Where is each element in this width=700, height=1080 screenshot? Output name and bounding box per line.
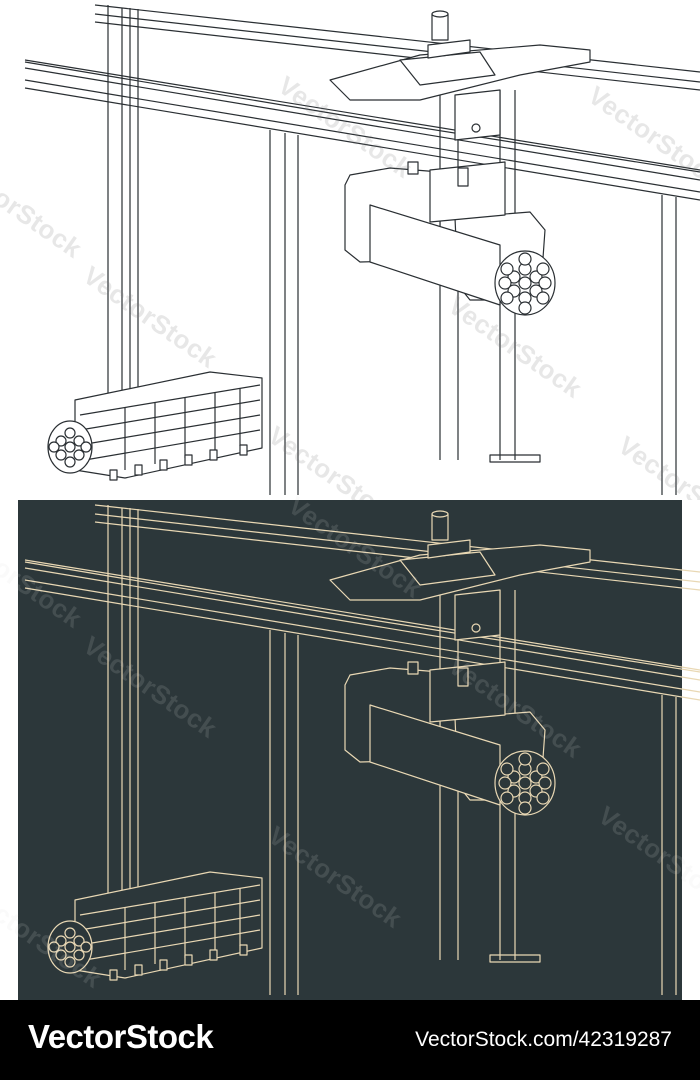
front-beam: [24, 59, 700, 201]
hoist-bolt: [471, 123, 481, 133]
pipe-end: [64, 427, 76, 439]
pipe-end: [48, 441, 60, 453]
rack-foot: [109, 469, 118, 481]
rack-foot: [209, 449, 218, 461]
gripper-sensor: [407, 161, 419, 175]
pipe-end: [64, 441, 76, 453]
image-code: VectorStock.com/42319287: [415, 1028, 672, 1051]
left-column: [107, 5, 139, 395]
dark-drawing: [24, 504, 700, 995]
rack-frame: [74, 371, 263, 479]
gripper-cylinder: [457, 167, 469, 187]
gripper-cylinder: [457, 667, 469, 687]
middle-column: [269, 130, 299, 495]
hoist-box: [454, 89, 501, 141]
pipe-end: [73, 949, 85, 961]
right-column: [661, 695, 677, 995]
pipe-end: [500, 262, 514, 276]
motor-cap: [431, 10, 449, 18]
footer-bar: VectorStock VectorStock.com/42319287: [0, 1000, 700, 1080]
pipe-end: [518, 776, 532, 790]
pipe-end: [73, 449, 85, 461]
front-beam: [24, 559, 700, 701]
rack-foot: [184, 954, 193, 966]
rack-foot: [209, 949, 218, 961]
back-rail: [94, 504, 700, 591]
motor-cap: [431, 510, 449, 518]
brand-logo: VectorStock: [28, 1018, 214, 1055]
pipe-end: [500, 762, 514, 776]
gripper-sensor: [407, 661, 419, 675]
beam-rail: [24, 61, 700, 173]
rack-foot: [134, 964, 143, 976]
pipe-end: [500, 791, 514, 805]
pipe-end: [80, 941, 92, 953]
pipe-end: [518, 276, 532, 290]
rack-foot: [109, 969, 118, 981]
gripper-head: [429, 661, 506, 723]
pipe-end: [80, 441, 92, 453]
rack-foot: [159, 459, 168, 471]
right-column: [661, 195, 677, 495]
rack-rails: [79, 884, 261, 961]
dark-blueprint-panel: VectorStock VectorStock VectorStock Vect…: [0, 490, 700, 1000]
pipe-end: [73, 935, 85, 947]
beam-rail: [24, 561, 700, 673]
rack-foot: [239, 944, 248, 956]
back-rail: [94, 4, 700, 91]
motor-cylinder: [431, 13, 449, 41]
left-column: [107, 505, 139, 895]
pipe-end: [518, 752, 532, 766]
pipe-end: [64, 956, 76, 968]
rack-foot: [184, 454, 193, 466]
pipe-end: [55, 435, 67, 447]
hoist-box: [454, 589, 501, 641]
rack-rails: [79, 384, 261, 461]
motor-base: [427, 39, 471, 59]
pipe-end: [55, 949, 67, 961]
pipe-end: [64, 941, 76, 953]
pipe-end: [73, 435, 85, 447]
light-drawing: [24, 4, 700, 495]
pipe-end: [500, 291, 514, 305]
pipe-end: [536, 291, 550, 305]
held-bundle-body: [369, 204, 501, 306]
rack-frame: [74, 871, 263, 979]
pipe-end: [538, 776, 552, 790]
motor-base: [427, 539, 471, 559]
pipe-end: [55, 935, 67, 947]
pipe-end: [518, 301, 532, 315]
pipe-end: [48, 941, 60, 953]
pipe-end: [518, 801, 532, 815]
gripper-head: [429, 161, 506, 223]
pipe-end: [498, 776, 512, 790]
pipe-end: [538, 276, 552, 290]
light-blueprint-panel: VectorStock VectorStock VectorStock Vect…: [0, 0, 700, 544]
held-bundle-body: [369, 704, 501, 806]
motor-cylinder: [431, 513, 449, 541]
pipe-end: [64, 456, 76, 468]
hoist-bolt: [471, 623, 481, 633]
middle-column: [269, 630, 299, 995]
pipe-end: [536, 762, 550, 776]
pipe-end: [536, 262, 550, 276]
pipe-end: [64, 927, 76, 939]
rack-foot: [159, 959, 168, 971]
pipe-end: [498, 276, 512, 290]
pipe-end: [536, 791, 550, 805]
pipe-end: [518, 252, 532, 266]
pipe-end: [55, 449, 67, 461]
rack-foot: [134, 464, 143, 476]
rack-foot: [239, 444, 248, 456]
